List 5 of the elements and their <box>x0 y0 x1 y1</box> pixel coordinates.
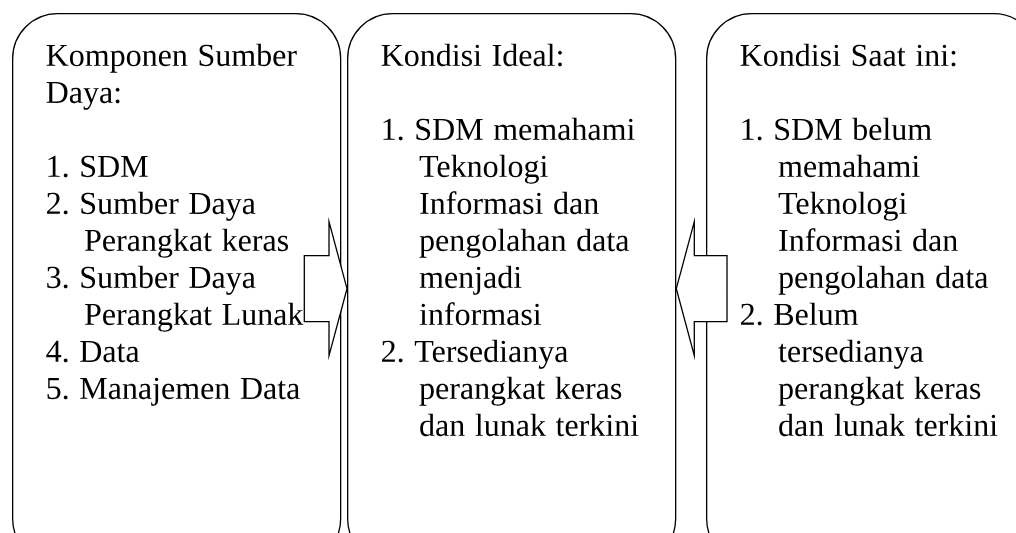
block-arrow <box>675 216 728 361</box>
rounded-box: Kondisi Ideal: 1. SDM memahami Teknologi Informasi dan pengolahan data menjadi informasi 2. Tersedianya perangkat keras dan lunak terkini <box>347 13 677 533</box>
rounded-box: Kondisi Saat ini: 1. SDM belum memahami Teknologi Informasi dan pengolahan data 2. Belum tersedianya perangkat keras dan lunak terkini <box>706 13 1016 533</box>
rounded-box: Komponen Sumber Daya: 1. SDM 2. Sumber Daya Perangkat keras 3. Sumber Daya Perangkat Lunak 4. Data 5. Manajemen Data <box>12 13 342 533</box>
block-arrow <box>303 216 348 361</box>
